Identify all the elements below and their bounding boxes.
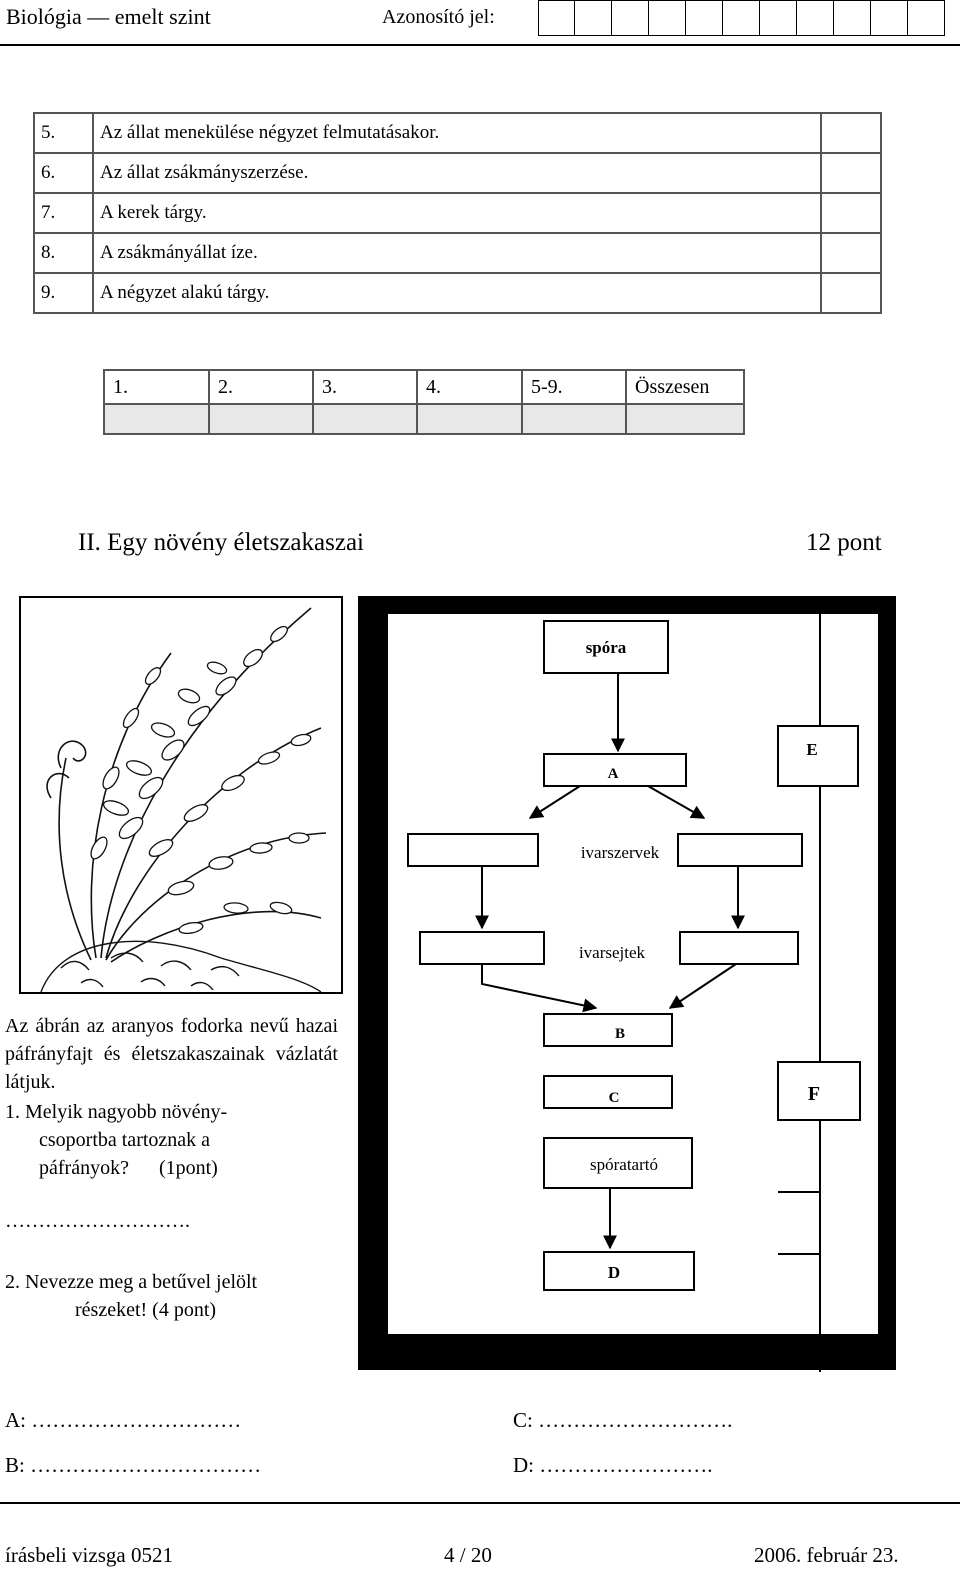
score-header: 4. [416, 369, 523, 405]
score-cell[interactable] [312, 403, 418, 435]
box-ivarszerv-left [407, 833, 539, 867]
answer-cell[interactable] [820, 192, 882, 234]
label-ivarsejtek: ivarsejtek [579, 943, 646, 962]
row-text: A négyzet alakú tárgy. [92, 272, 822, 314]
row-text: Az állat zsákmányszerzése. [92, 152, 822, 194]
label-c: C [609, 1090, 620, 1106]
arrow-left-b [481, 964, 598, 1013]
fern-illustration [19, 596, 343, 994]
row-text: A zsákmányállat íze. [92, 232, 822, 274]
arrow-a-right [647, 785, 706, 819]
answer-cell[interactable] [820, 232, 882, 274]
id-box[interactable] [834, 0, 871, 36]
score-header: 2. [208, 369, 314, 405]
answer-b-line[interactable]: B: …………………………… [5, 1453, 262, 1477]
life-cycle-diagram: spóra A E ivarszervek ivarsejtek B C F s… [358, 596, 896, 1372]
score-cell[interactable] [521, 403, 627, 435]
label-e: E [806, 740, 817, 759]
row-number: 9. [33, 272, 94, 314]
question-2-line: 2. Nevezze meg a betűvel jelölt [5, 1271, 258, 1293]
id-box[interactable] [686, 0, 723, 36]
row-text: A kerek tárgy. [92, 192, 822, 234]
label-spora: spóra [586, 638, 627, 657]
box-d [543, 1251, 695, 1291]
id-box[interactable] [612, 0, 649, 36]
question-1-line: 1. Melyik nagyobb növény- [5, 1101, 228, 1123]
answer-cell[interactable] [820, 152, 882, 194]
box-ivarsejt-right [679, 931, 799, 965]
id-box[interactable] [908, 0, 945, 36]
row-number: 5. [33, 112, 94, 154]
box-e [777, 725, 859, 787]
answer-dots-1[interactable]: ………………………. [5, 1210, 190, 1232]
box-ivarsejt-left [419, 931, 545, 965]
answer-cell[interactable] [820, 112, 882, 154]
answer-cell[interactable] [820, 272, 882, 314]
score-header: 5-9. [521, 369, 627, 405]
score-table: 1. 2. 3. 4. 5-9. Összesen [103, 369, 745, 435]
arrow-a-left [528, 785, 581, 819]
footer-date: 2006. február 23. [754, 1543, 899, 1567]
row-text: Az állat menekülése négyzet felmutatásak… [92, 112, 822, 154]
row-number: 8. [33, 232, 94, 274]
header-rule [0, 44, 960, 46]
footer-rule [0, 1502, 960, 1504]
footer-page: 4 / 20 [444, 1543, 492, 1567]
score-cell[interactable] [416, 403, 523, 435]
id-label: Azonosító jel: [382, 6, 495, 28]
row-number: 6. [33, 152, 94, 194]
fern-drawing [40, 607, 327, 992]
score-header: Összesen [625, 369, 745, 405]
table-row: 8. A zsákmányállat íze. [33, 232, 882, 274]
id-box[interactable] [649, 0, 686, 36]
label-sporatarto: spóratartó [590, 1155, 658, 1174]
question-1: 1. Melyik nagyobb növény- csoportba tart… [5, 1098, 338, 1182]
table-row: 5. Az állat menekülése négyzet felmutatá… [33, 112, 882, 154]
diagram-inner [388, 614, 878, 1334]
arrow-right-b [668, 963, 737, 1009]
box-ivarszerv-right [677, 833, 803, 867]
question-intro: Az ábrán az aranyos fodorka nevű hazai p… [5, 1015, 338, 1093]
table-row: 6. Az állat zsákmányszerzése. [33, 152, 882, 194]
question-2: 2. Nevezze meg a betűvel jelölt részeket… [5, 1268, 345, 1324]
question-1-line: csoportba tartoznak a [39, 1129, 211, 1151]
score-header: 1. [103, 369, 210, 405]
label-a: A [608, 766, 619, 782]
answer-a-line[interactable]: A: ………………………… [5, 1408, 242, 1432]
row-number: 7. [33, 192, 94, 234]
footer-exam: írásbeli vizsga 0521 [5, 1543, 173, 1567]
id-box[interactable] [871, 0, 908, 36]
box-c [543, 1075, 673, 1109]
box-spora [543, 620, 669, 674]
section-title: II. Egy növény életszakaszai [78, 529, 364, 556]
answer-d-line[interactable]: D: ……………………. [513, 1453, 713, 1477]
label-f: F [808, 1083, 820, 1105]
score-cell[interactable] [625, 403, 745, 435]
header-subject: Biológia — emelt szint [6, 4, 211, 29]
statement-table: 5. Az állat menekülése négyzet felmutatá… [33, 112, 882, 314]
id-box[interactable] [797, 0, 834, 36]
label-ivarszervek: ivarszervek [581, 843, 660, 862]
label-b: B [615, 1026, 625, 1042]
table-row: 7. A kerek tárgy. [33, 192, 882, 234]
label-d: D [608, 1263, 620, 1282]
box-a [543, 753, 687, 787]
id-box[interactable] [575, 0, 612, 36]
score-cell[interactable] [208, 403, 314, 435]
section-points: 12 pont [806, 529, 882, 556]
score-header: 3. [312, 369, 418, 405]
id-box[interactable] [538, 0, 575, 36]
id-box[interactable] [760, 0, 797, 36]
table-row: 9. A négyzet alakú tárgy. [33, 272, 882, 314]
answer-c-line[interactable]: C: ………………………. [513, 1408, 733, 1432]
question-1-line: páfrányok? (1pont) [39, 1157, 218, 1179]
id-box[interactable] [723, 0, 760, 36]
score-cell[interactable] [103, 403, 210, 435]
id-boxes [538, 0, 945, 36]
box-sporatarto [543, 1137, 693, 1189]
box-b [543, 1013, 673, 1047]
question-2-line: részeket! (4 pont) [75, 1299, 217, 1321]
